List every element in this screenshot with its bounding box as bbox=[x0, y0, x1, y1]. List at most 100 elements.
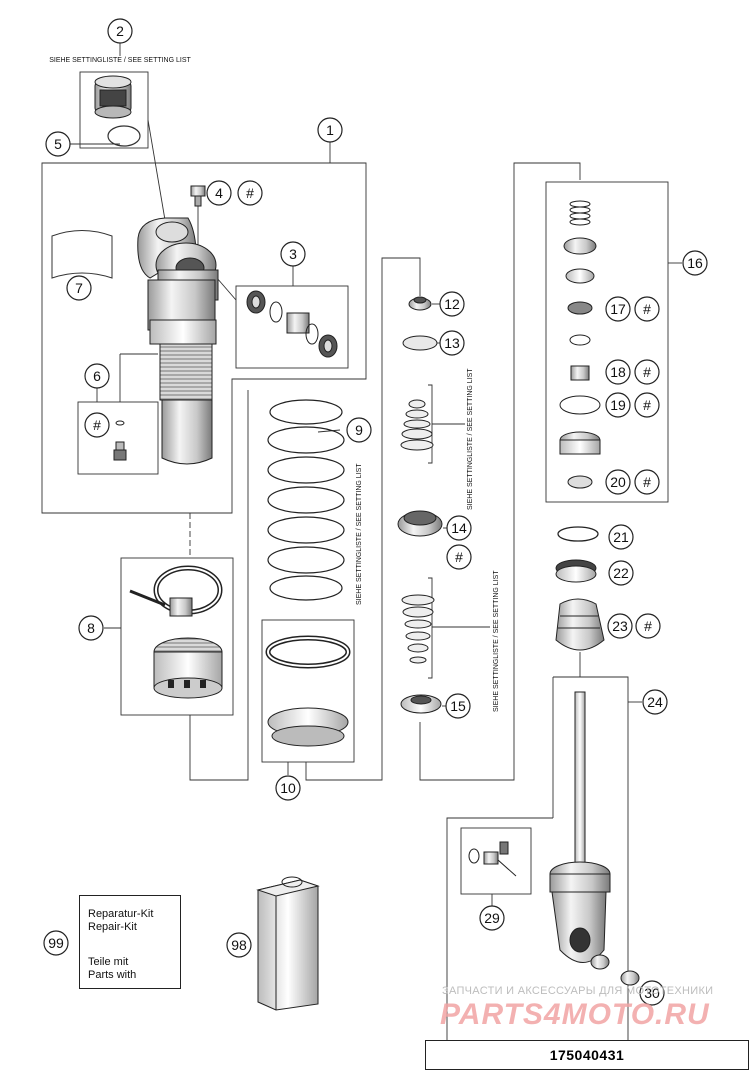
svg-text:#: # bbox=[93, 417, 101, 433]
setting-note-lower-shims: SIEHE SETTINGLISTE / SEE SETTING LIST bbox=[493, 570, 500, 712]
leader-lines bbox=[41, 42, 682, 1040]
svg-text:13: 13 bbox=[444, 335, 460, 351]
valve-6-part bbox=[113, 420, 127, 461]
callout-19: 19 bbox=[605, 392, 631, 418]
callout-29: 29 bbox=[479, 905, 505, 931]
callout-23-hash: # bbox=[635, 613, 661, 639]
nut-12-part bbox=[408, 296, 432, 311]
parts-with-line-en: Parts with bbox=[88, 969, 137, 981]
svg-text:#: # bbox=[643, 397, 651, 413]
washer-13-part bbox=[402, 335, 438, 351]
svg-text:2: 2 bbox=[116, 23, 124, 39]
callout-17: 17 bbox=[605, 296, 631, 322]
svg-text:18: 18 bbox=[610, 364, 626, 380]
callout-16: 16 bbox=[682, 250, 708, 276]
callout-19-hash: # bbox=[634, 392, 660, 418]
callout-22: 22 bbox=[608, 560, 634, 586]
callout-30: 30 bbox=[639, 980, 665, 1006]
shim-stack-lower-part bbox=[401, 594, 435, 664]
spacer-15-part bbox=[400, 694, 442, 714]
svg-text:8: 8 bbox=[87, 620, 95, 636]
callout-6-hash: # bbox=[84, 412, 110, 438]
svg-text:19: 19 bbox=[610, 397, 626, 413]
piston-rod-24-part bbox=[549, 691, 640, 986]
callout-3: 3 bbox=[280, 241, 306, 267]
svg-text:10: 10 bbox=[280, 780, 296, 796]
callout-21: 21 bbox=[608, 524, 634, 550]
svg-text:16: 16 bbox=[687, 255, 703, 271]
bushing-22-part bbox=[555, 559, 597, 583]
bleed-screw-4-part bbox=[190, 185, 206, 207]
svg-text:1: 1 bbox=[326, 122, 334, 138]
svg-text:24: 24 bbox=[647, 694, 663, 710]
parts-with-line-de: Teile mit bbox=[88, 956, 129, 968]
callout-8: 8 bbox=[78, 615, 104, 641]
document-number: 175040431 bbox=[425, 1040, 749, 1070]
callout-9: 9 bbox=[346, 417, 372, 443]
svg-text:#: # bbox=[246, 185, 254, 201]
svg-text:30: 30 bbox=[644, 985, 660, 1001]
setting-note-upper-shims: SIEHE SETTINGLISTE / SEE SETTING LIST bbox=[467, 368, 474, 510]
svg-text:#: # bbox=[643, 364, 651, 380]
callout-7: 7 bbox=[66, 275, 92, 301]
callout-20: 20 bbox=[605, 469, 631, 495]
svg-text:#: # bbox=[643, 301, 651, 317]
spring-seat-10-part bbox=[265, 635, 351, 747]
adjuster-29-part bbox=[468, 841, 517, 877]
shim-stack-upper-part bbox=[400, 399, 434, 451]
setting-note-spring: SIEHE SETTINGLISTE / SEE SETTING LIST bbox=[356, 463, 363, 605]
repair-kit-line-en: Repair-Kit bbox=[88, 921, 137, 933]
callout-12: 12 bbox=[439, 291, 465, 317]
callout-10: 10 bbox=[275, 775, 301, 801]
svg-text:20: 20 bbox=[610, 474, 626, 490]
svg-text:21: 21 bbox=[613, 529, 629, 545]
svg-text:#: # bbox=[455, 549, 463, 565]
damper-body-part bbox=[137, 217, 219, 465]
svg-text:#: # bbox=[644, 618, 652, 634]
svg-text:99: 99 bbox=[48, 935, 64, 951]
callout-20-hash: # bbox=[634, 469, 660, 495]
rebound-parts-16-part bbox=[559, 200, 601, 489]
svg-text:23: 23 bbox=[612, 618, 628, 634]
callout-4-hash: # bbox=[237, 180, 263, 206]
callout-98: 98 bbox=[226, 932, 252, 958]
callout-24: 24 bbox=[642, 689, 668, 715]
oil-can-98-part bbox=[256, 876, 320, 1011]
callout-17-hash: # bbox=[634, 296, 660, 322]
bearing-kit-3-part bbox=[246, 290, 338, 358]
callout-6: 6 bbox=[84, 363, 110, 389]
callout-13: 13 bbox=[439, 330, 465, 356]
svg-text:#: # bbox=[643, 474, 651, 490]
ring-21-part bbox=[557, 526, 599, 542]
callout-5: 5 bbox=[45, 131, 71, 157]
callout-23: 23 bbox=[607, 613, 633, 639]
callout-4: 4 bbox=[206, 180, 232, 206]
callout-2: 2 bbox=[107, 18, 133, 44]
bump-rubber-23-part bbox=[555, 598, 605, 651]
piston-14-part bbox=[397, 510, 443, 537]
compression-adjuster-part bbox=[94, 75, 132, 119]
svg-text:7: 7 bbox=[75, 280, 83, 296]
svg-text:3: 3 bbox=[289, 246, 297, 262]
svg-text:29: 29 bbox=[484, 910, 500, 926]
svg-text:98: 98 bbox=[231, 937, 247, 953]
callout-14-hash: # bbox=[446, 544, 472, 570]
svg-text:22: 22 bbox=[613, 565, 629, 581]
svg-text:12: 12 bbox=[444, 296, 460, 312]
watermark-tagline: ЗАПЧАСТИ И АКСЕССУАРЫ ДЛЯ МОТОТЕХНИКИ bbox=[442, 985, 714, 997]
spring-adjuster-8-part bbox=[129, 565, 223, 699]
svg-text:5: 5 bbox=[54, 136, 62, 152]
callout-14: 14 bbox=[446, 515, 472, 541]
svg-text:15: 15 bbox=[450, 698, 466, 714]
sticker-7-part bbox=[51, 230, 113, 279]
callout-18-hash: # bbox=[634, 359, 660, 385]
svg-text:4: 4 bbox=[215, 185, 223, 201]
repair-kit-box: Reparatur-Kit Repair-Kit Teile mit Parts… bbox=[79, 895, 181, 989]
callout-15: 15 bbox=[445, 693, 471, 719]
o-ring-5-part bbox=[107, 125, 141, 147]
repair-kit-line-de: Reparatur-Kit bbox=[88, 908, 154, 920]
callout-99: 99 bbox=[43, 930, 69, 956]
svg-text:6: 6 bbox=[93, 368, 101, 384]
watermark-logo: PARTS4MOTO.RU bbox=[440, 998, 710, 1031]
